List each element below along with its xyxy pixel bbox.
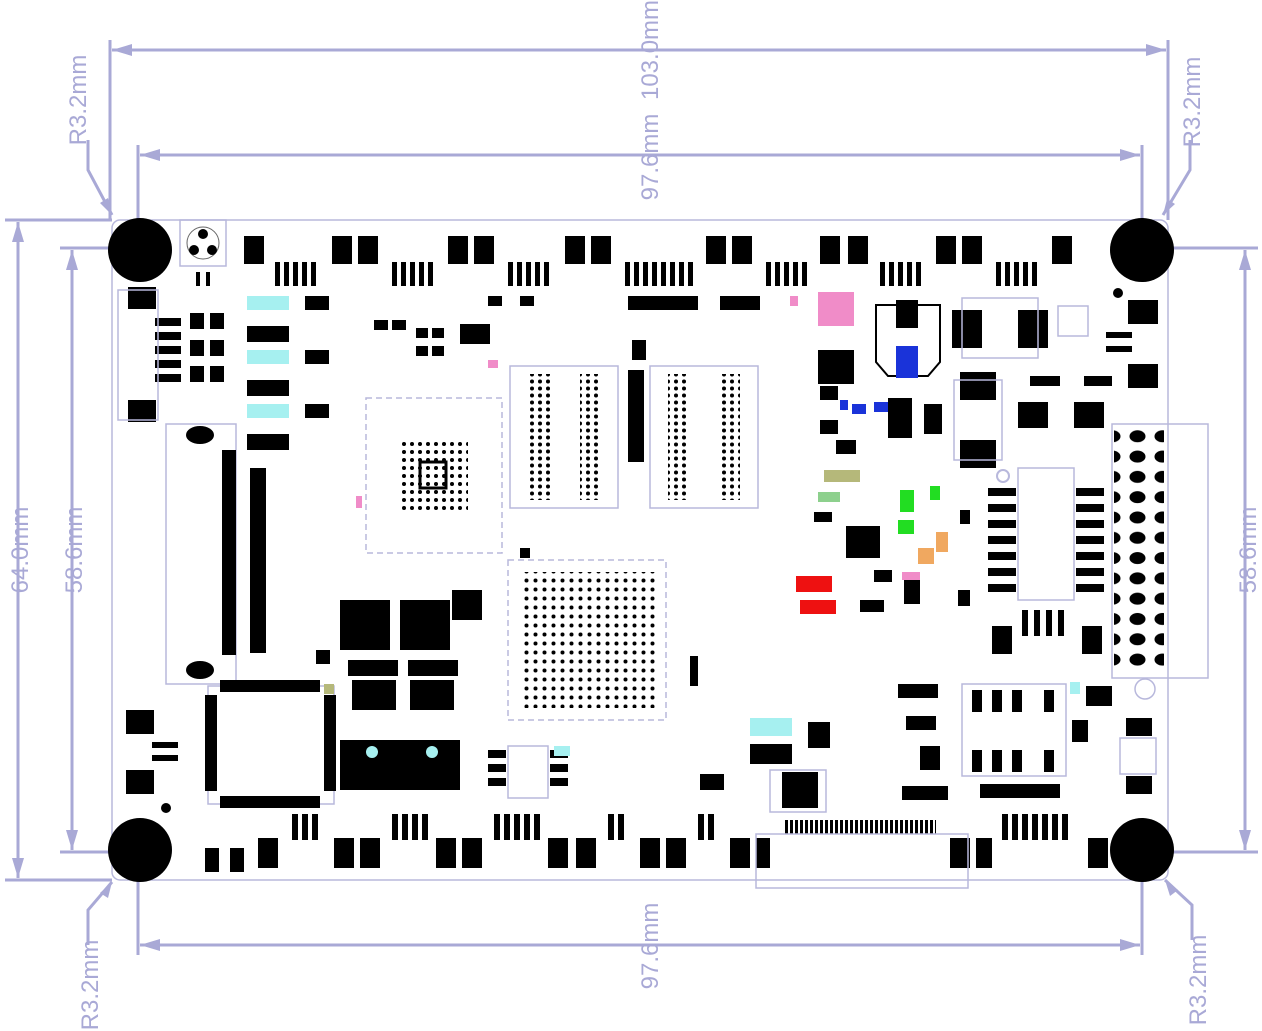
label-top-inner: 97.6mm <box>637 114 664 201</box>
label-radius-bottom-right: R3.2mm <box>1185 935 1212 1026</box>
mounting-hole-top-right <box>1110 218 1174 282</box>
label-radius-bottom-left: R3.2mm <box>77 940 104 1031</box>
label-left-inner: 58.6mm <box>61 507 88 594</box>
label-right-inner: 58.6mm <box>1235 507 1262 594</box>
mounting-holes <box>108 218 1174 882</box>
components <box>117 219 1209 889</box>
board-outline <box>111 219 1169 881</box>
dimension-labels: 103.0mm 97.6mm 97.6mm 64.0mm 58.6mm 58.6… <box>7 0 1262 1030</box>
label-left-outer: 64.0mm <box>7 507 34 594</box>
label-bottom-inner: 97.6mm <box>637 903 664 990</box>
label-radius-top-left: R3.2mm <box>65 55 92 146</box>
mounting-hole-bottom-left <box>108 818 172 882</box>
dimension-lines <box>5 40 1258 955</box>
mounting-hole-bottom-right <box>1110 818 1174 882</box>
label-top-outer: 103.0mm <box>637 0 664 100</box>
label-radius-top-right: R3.2mm <box>1179 57 1206 148</box>
mounting-hole-top-left <box>108 218 172 282</box>
